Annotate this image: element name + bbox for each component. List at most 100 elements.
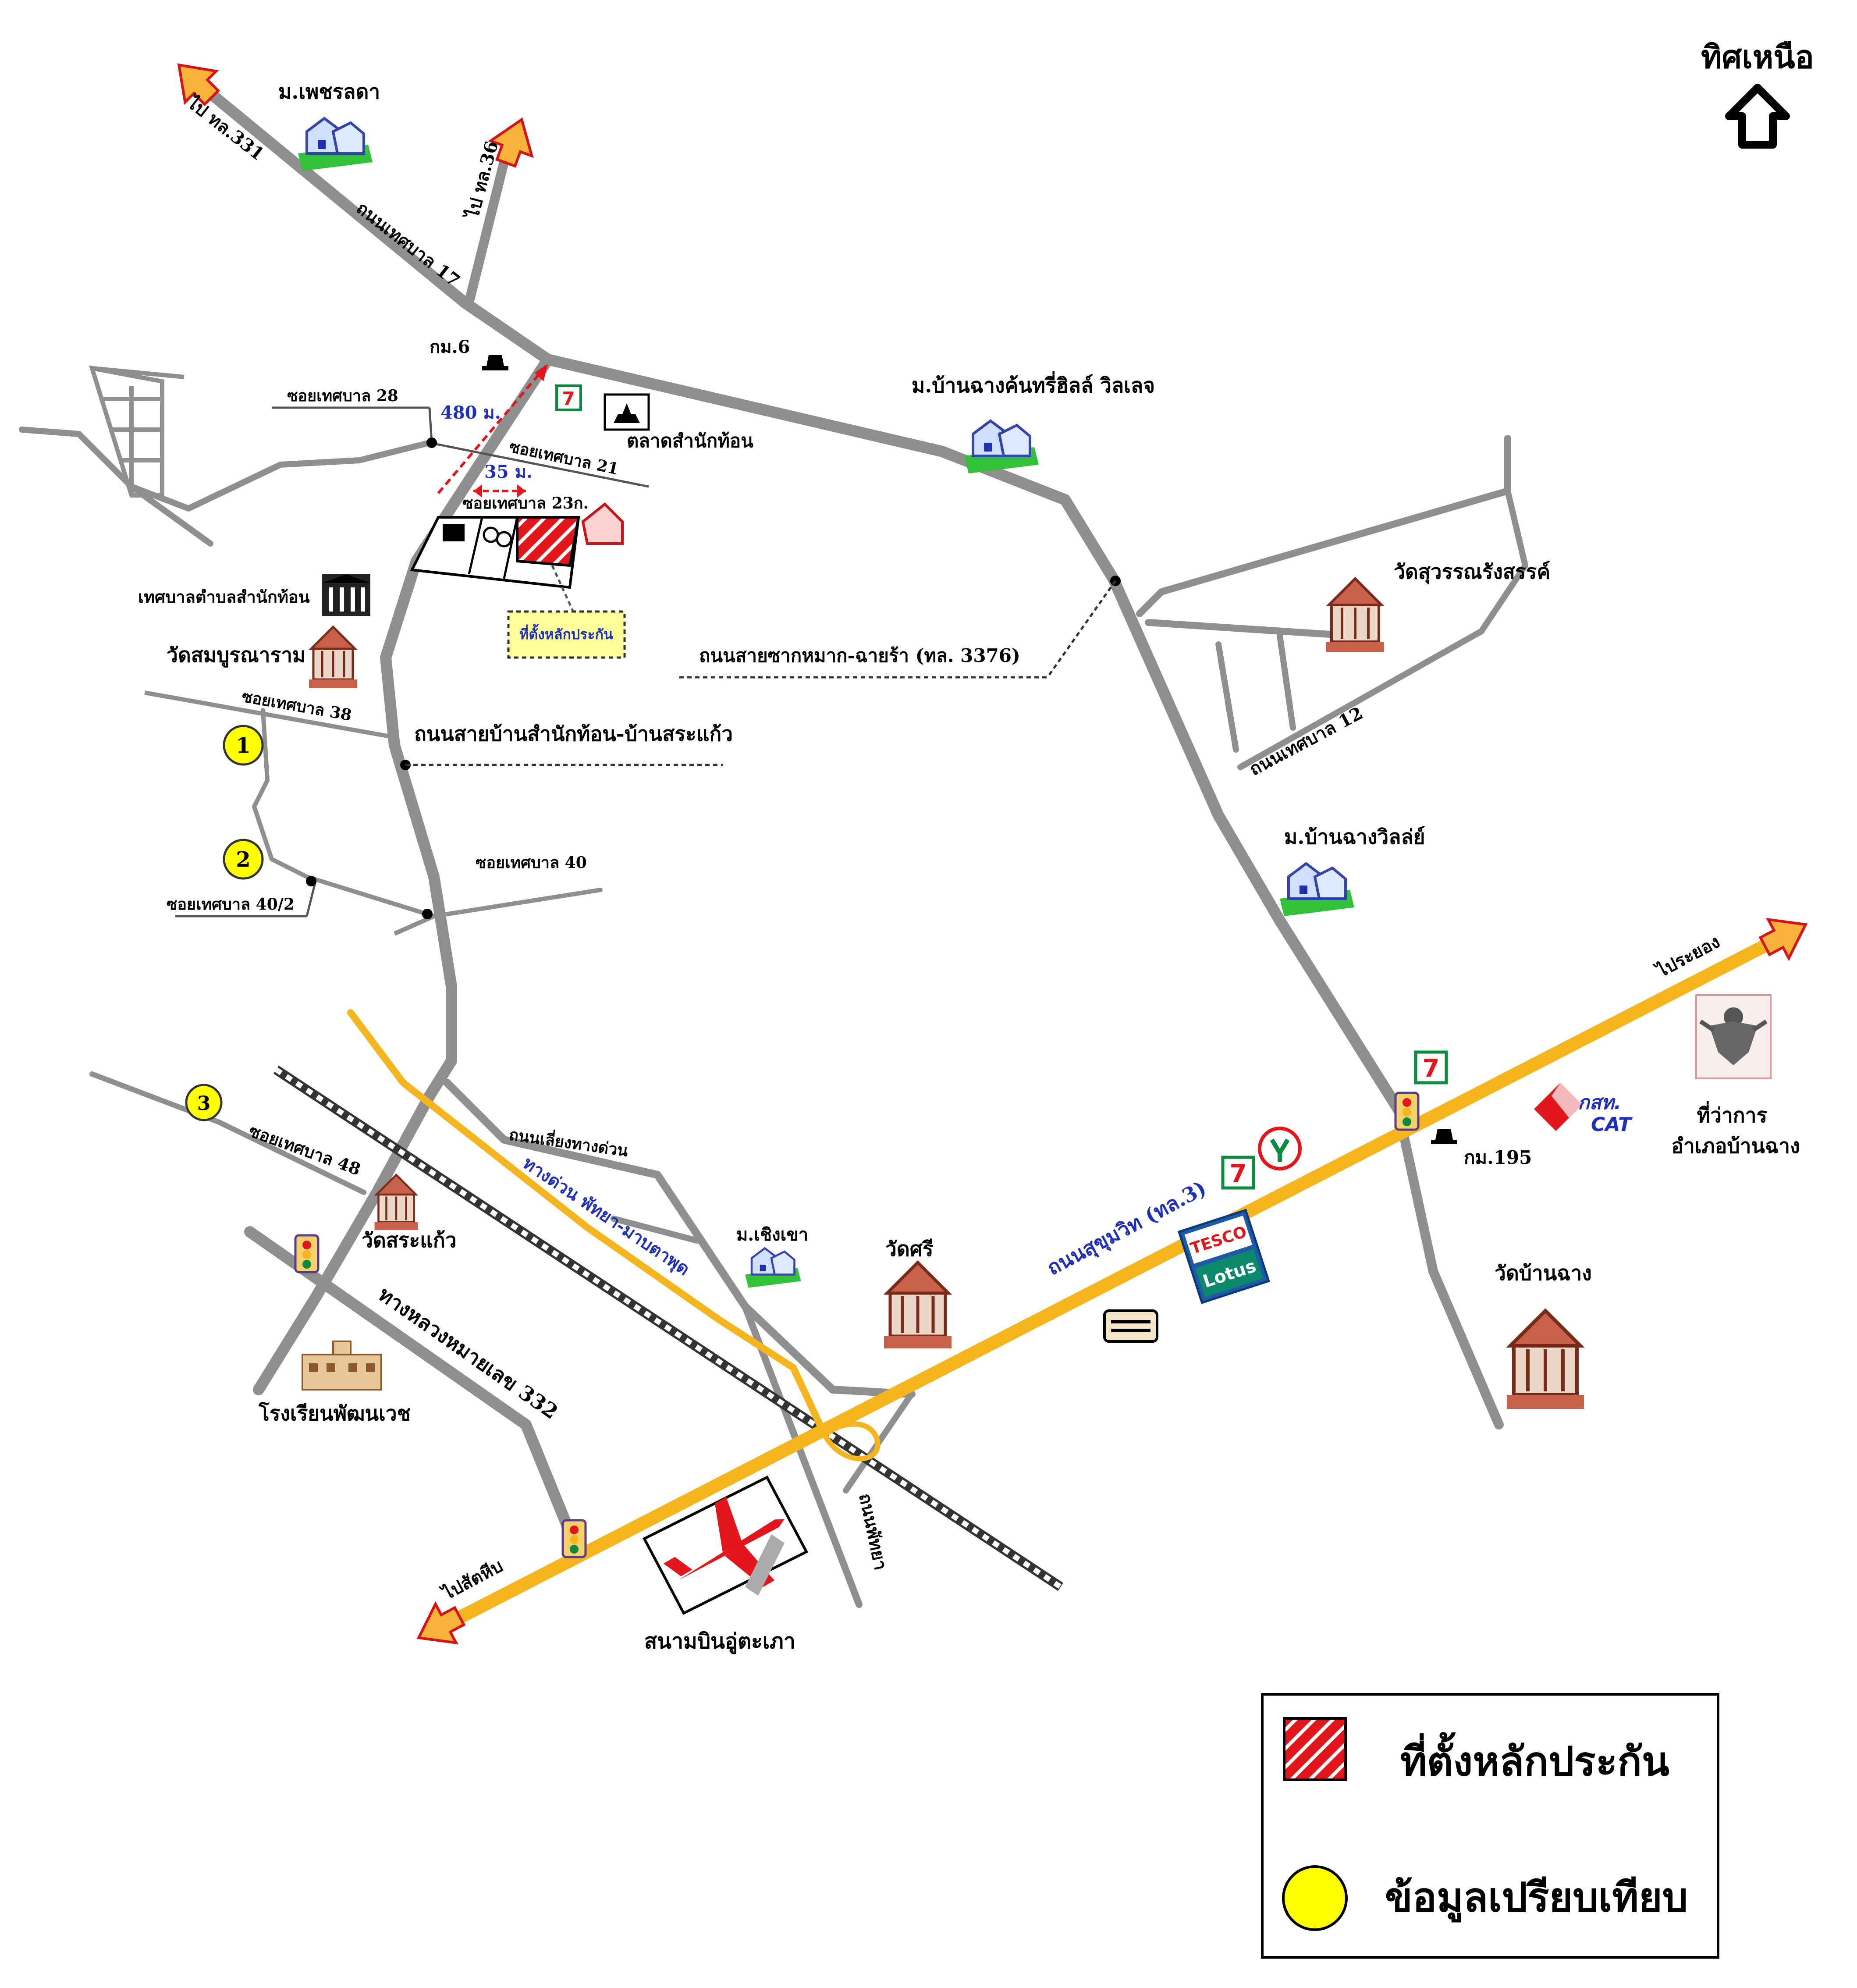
- road-samnak-thon: [253, 354, 554, 1395]
- label-wat-somboon: วัดสมบูรณาราม: [167, 643, 305, 668]
- road-network: [19, 73, 1528, 1608]
- label-thetsaban12: ถนนเทศบาล 12: [1246, 703, 1367, 780]
- property-cluster: [410, 502, 624, 589]
- km-markers: กม.6 กม.195: [430, 337, 1532, 1168]
- district-office-line1: ที่ว่าการ: [1697, 1101, 1768, 1127]
- district-office-line2: อำเภอบ้านฉาง: [1671, 1134, 1800, 1158]
- north-arrow-icon: [1725, 84, 1790, 149]
- arrow-to-sattahip-icon: [416, 1601, 466, 1645]
- residential-grid: [89, 365, 185, 498]
- temple-icons: [308, 576, 1585, 1409]
- label-banchang-hills: ม.บ้านฉางค้นทรี่ฮิลล์ วิลเลจ: [912, 371, 1155, 397]
- market-icon: [604, 393, 650, 431]
- label-hwy3376: ถนนสายซากหมาก-ฉายร้า (ทล. 3376): [699, 645, 1020, 666]
- label-sukhumvit: ถนนสุขุมวิท (ทล.3): [1043, 1176, 1211, 1281]
- village-icon: [745, 1247, 801, 1288]
- temple-icon: [1506, 1308, 1585, 1409]
- temple-icon: [883, 1260, 952, 1348]
- road-to-36: [464, 140, 513, 307]
- label-wat-suwan: วัดสุวรรณรังสรรค์: [1394, 560, 1550, 584]
- bank-icon: [1258, 1127, 1302, 1170]
- shop-icon: [1103, 1309, 1158, 1343]
- north-arrow: ทิศเหนือ: [1701, 38, 1814, 149]
- garuda-emblem-icon: [1695, 994, 1772, 1079]
- seven-eleven-icons: 7 7 7: [555, 384, 1448, 1190]
- legend-collateral-label: ที่ตั้งหลักประกัน: [1400, 1732, 1669, 1785]
- village-icon: [964, 419, 1039, 473]
- comparable-marker-3: 3: [185, 1084, 223, 1121]
- legend-collateral-swatch: [1283, 1717, 1347, 1781]
- km6-label: กม.6: [430, 337, 470, 357]
- label-soi48: ซอยเทศบาล 48: [246, 1120, 363, 1179]
- traffic-lights: [294, 1092, 1420, 1558]
- label-market: ตลาดสำนักท้อน: [627, 430, 753, 452]
- road-bypass: [443, 1079, 916, 1398]
- property-callout-label: ที่ตั้งหลักประกัน: [519, 624, 613, 643]
- comparable-marker-1: 1: [223, 725, 264, 766]
- km195-label: กม.195: [1464, 1147, 1532, 1168]
- km-marker-icon: [1431, 1129, 1457, 1144]
- label-motorway: ทางด่วน พัทยา-มาบตาพุด: [518, 1152, 693, 1280]
- property-callout: ที่ตั้งหลักประกัน: [507, 565, 626, 659]
- label-district-office: ที่ว่าการ อำเภอบ้านฉาง: [1671, 1101, 1800, 1158]
- svg-text:2: 2: [236, 847, 250, 872]
- legend: ที่ตั้งหลักประกัน ข้อมูลเปรียบเทียบ: [1261, 1693, 1719, 1959]
- label-wat-banchang: วัดบ้านฉาง: [1495, 1261, 1592, 1285]
- arrow-to-331-icon: [177, 63, 220, 107]
- legend-comparison-label: ข้อมูลเปรียบเทียบ: [1385, 1874, 1688, 1923]
- cat-en-label: CAT: [1591, 1113, 1633, 1136]
- village-icon: [298, 117, 373, 171]
- distance-480: 480 ม.: [440, 402, 501, 423]
- road-soi-40-2: [252, 708, 436, 918]
- collateral-parcel: [516, 516, 580, 567]
- seven-eleven-icon: [1414, 1050, 1448, 1085]
- direction-arrows: [177, 63, 1808, 1645]
- road-soi-40: [432, 888, 603, 918]
- airport-area: [642, 1476, 809, 1615]
- railway: [273, 1065, 1064, 1591]
- label-soi40: ซอยเทศบาล 40: [476, 854, 587, 872]
- cat-icon: กสท. CAT: [1534, 1083, 1633, 1136]
- distance-arrows: 480 ม. 35 ม.: [437, 363, 549, 498]
- label-soi23g: ซอยเทศบาล 23ก.: [462, 494, 589, 512]
- distance-35: 35 ม.: [484, 462, 533, 482]
- house-icon: [581, 502, 624, 545]
- svg-text:3: 3: [197, 1092, 211, 1115]
- village-icon: [1280, 862, 1354, 916]
- label-school: โรงเรียนพัฒนเวช: [258, 1401, 411, 1425]
- label-petchlada: ม.เพชรลดา: [278, 80, 380, 103]
- junction-dots: [306, 437, 1121, 919]
- label-thetsaban17: ถนนเทศบาล 17: [352, 198, 464, 291]
- svg-text:1: 1: [236, 733, 250, 758]
- arrow-to-rayong-icon: [1758, 918, 1808, 961]
- label-wat-sri: วัดศรี: [885, 1237, 934, 1261]
- village-icons: [298, 117, 1354, 1288]
- road-pattaya: [742, 1303, 863, 1608]
- road-east-branch: [1136, 435, 1511, 617]
- label-pattaya-road: ถนนพัทยา: [855, 1491, 891, 1572]
- traffic-light-icon: [1394, 1092, 1420, 1131]
- label-airport: สนามบินอู่ตะเภา: [644, 1629, 795, 1654]
- svg-text:7: 7: [562, 388, 575, 409]
- cat-thai-label: กสท.: [1578, 1092, 1621, 1114]
- seven-eleven-icon: [1221, 1156, 1255, 1190]
- comparable-markers: 1 2 3: [185, 725, 264, 1121]
- temple-icon: [374, 1173, 419, 1230]
- km-marker-icon: [482, 355, 508, 370]
- school-icon: [302, 1341, 382, 1391]
- arrow-to-36-icon: [487, 117, 534, 168]
- municipality-icon: [322, 574, 370, 616]
- traffic-light-icon: [561, 1519, 587, 1558]
- tesco-lotus-icon: TESCO Lotus: [1177, 1209, 1270, 1304]
- label-choengkhao: ม.เชิงเขา: [736, 1224, 808, 1245]
- road-soi-28: [19, 427, 433, 512]
- traffic-light-icon: [294, 1234, 320, 1273]
- svg-text:7: 7: [1230, 1159, 1247, 1188]
- label-banchang-villa: ม.บ้านฉางวิลล่ย์: [1284, 825, 1425, 849]
- map-labels: ม.เพชรลดา ม.บ้านฉางค้นทรี่ฮิลล์ วิลเลจ ม…: [138, 80, 1800, 1654]
- road-south-banchang: [1393, 1104, 1504, 1430]
- svg-text:7: 7: [1423, 1054, 1440, 1083]
- label-soi28: ซอยเทศบาล 28: [287, 387, 398, 405]
- label-soi40-2: ซอยเทศบาล 40/2: [167, 895, 295, 914]
